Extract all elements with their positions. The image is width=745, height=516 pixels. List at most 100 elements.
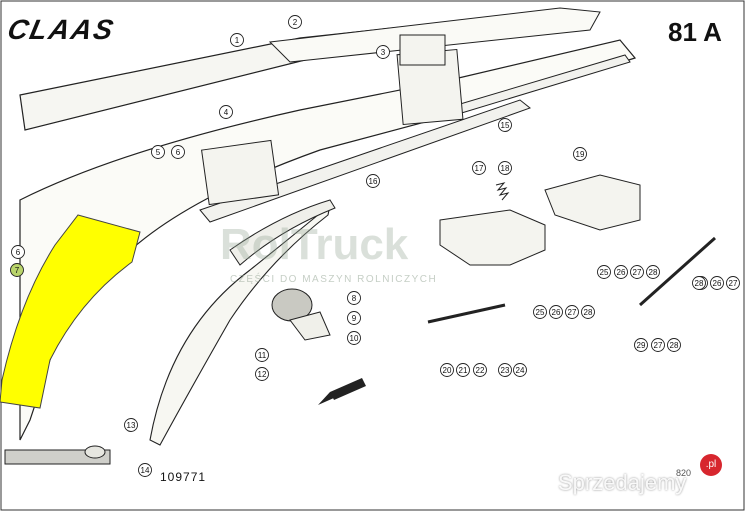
callout-circle — [498, 363, 512, 377]
box-part-3 — [399, 34, 446, 66]
site-watermark-badge: .pl — [700, 454, 722, 476]
callout-3: 3 — [376, 45, 390, 59]
callout-circle — [634, 338, 648, 352]
callout-label: 29 — [637, 341, 646, 350]
callout-22: 22 — [473, 363, 487, 377]
callout-label: 27 — [633, 268, 642, 277]
callout-circle — [10, 263, 24, 277]
callout-7: 7 — [10, 263, 24, 277]
callout-label: 7 — [15, 266, 20, 275]
callout-circle — [646, 265, 660, 279]
callout-circle — [573, 147, 587, 161]
callout-label: 27 — [654, 341, 663, 350]
callout-28: 28 — [646, 265, 660, 279]
callout-label: 14 — [141, 466, 150, 475]
callout-4: 4 — [219, 105, 233, 119]
callout-circle — [366, 174, 380, 188]
callout-26: 26 — [710, 276, 724, 290]
callout-label: 16 — [369, 177, 378, 186]
callout-label: 25 — [536, 308, 545, 317]
document-number: 109771 — [160, 470, 207, 484]
callout-label: 12 — [258, 370, 267, 379]
callout-27: 27 — [651, 338, 665, 352]
callout-label: 20 — [443, 366, 452, 375]
callout-label: 26 — [552, 308, 561, 317]
callout-label: 23 — [501, 366, 510, 375]
callout-circle — [498, 118, 512, 132]
callout-5: 5 — [151, 145, 165, 159]
callout-10: 10 — [347, 331, 361, 345]
callout-circle — [376, 45, 390, 59]
callout-26: 26 — [614, 265, 628, 279]
callout-label: 17 — [475, 164, 484, 173]
callout-circle — [440, 363, 454, 377]
callout-circle — [171, 145, 185, 159]
callout-label: 11 — [258, 351, 267, 360]
callout-17: 17 — [472, 161, 486, 175]
callout-label: 2 — [293, 18, 298, 27]
callout-20: 20 — [440, 363, 454, 377]
callout-label: 25 — [600, 268, 609, 277]
brand-logo: CLAAS — [4, 14, 118, 45]
callout-label: 28 — [670, 341, 679, 350]
callout-circle — [667, 338, 681, 352]
callout-25: 25 — [597, 265, 611, 279]
callout-circle — [288, 15, 302, 29]
side-wall — [229, 199, 336, 266]
callout-label: 26 — [713, 279, 722, 288]
callout-circle — [255, 348, 269, 362]
callout-circle — [11, 245, 25, 259]
callout-6: 6 — [11, 245, 25, 259]
callout-27: 27 — [565, 305, 579, 319]
callout-1: 1 — [230, 33, 244, 47]
shaft-part-13 — [84, 445, 106, 459]
callout-28: 28 — [581, 305, 595, 319]
callout-label: 24 — [516, 366, 525, 375]
callout-label: 6 — [16, 248, 21, 257]
callout-circle — [151, 145, 165, 159]
callout-label: 15 — [501, 121, 510, 130]
callout-29: 29 — [634, 338, 648, 352]
callout-11: 11 — [255, 348, 269, 362]
callout-label: 5 — [156, 148, 161, 157]
callout-label: 8 — [352, 294, 357, 303]
rail-part-16 — [199, 99, 532, 223]
callout-6: 6 — [171, 145, 185, 159]
callout-label: 28 — [649, 268, 658, 277]
callout-8: 8 — [347, 291, 361, 305]
callout-15: 15 — [498, 118, 512, 132]
callout-circle — [565, 305, 579, 319]
footer-reference: 820 — [676, 468, 692, 478]
callout-label: 13 — [127, 421, 136, 430]
callout-circle — [614, 265, 628, 279]
callout-circle — [710, 276, 724, 290]
callout-circle — [692, 276, 706, 290]
callout-circle — [124, 418, 138, 432]
watermark-subtitle: CZĘŚCI DO MASZYN ROLNICZYCH — [230, 274, 438, 285]
callout-circle — [456, 363, 470, 377]
callout-label: 21 — [459, 366, 468, 375]
callout-label: 6 — [176, 148, 181, 157]
callout-12: 12 — [255, 367, 269, 381]
callout-circle — [347, 311, 361, 325]
clamp-part-9 — [289, 311, 331, 341]
callout-circle — [473, 363, 487, 377]
flange-1 — [201, 139, 280, 206]
callout-26: 26 — [549, 305, 563, 319]
callout-circle — [347, 291, 361, 305]
rod-part-29 — [639, 236, 716, 307]
callout-23: 23 — [498, 363, 512, 377]
callout-circle — [597, 265, 611, 279]
callout-14: 14 — [138, 463, 152, 477]
callout-label: 10 — [350, 334, 359, 343]
guard-part-19 — [544, 174, 641, 231]
callout-circle — [630, 265, 644, 279]
callout-21: 21 — [456, 363, 470, 377]
callout-circle — [513, 363, 527, 377]
callout-13: 13 — [124, 418, 138, 432]
callout-18: 18 — [498, 161, 512, 175]
callout-label: 27 — [729, 279, 738, 288]
